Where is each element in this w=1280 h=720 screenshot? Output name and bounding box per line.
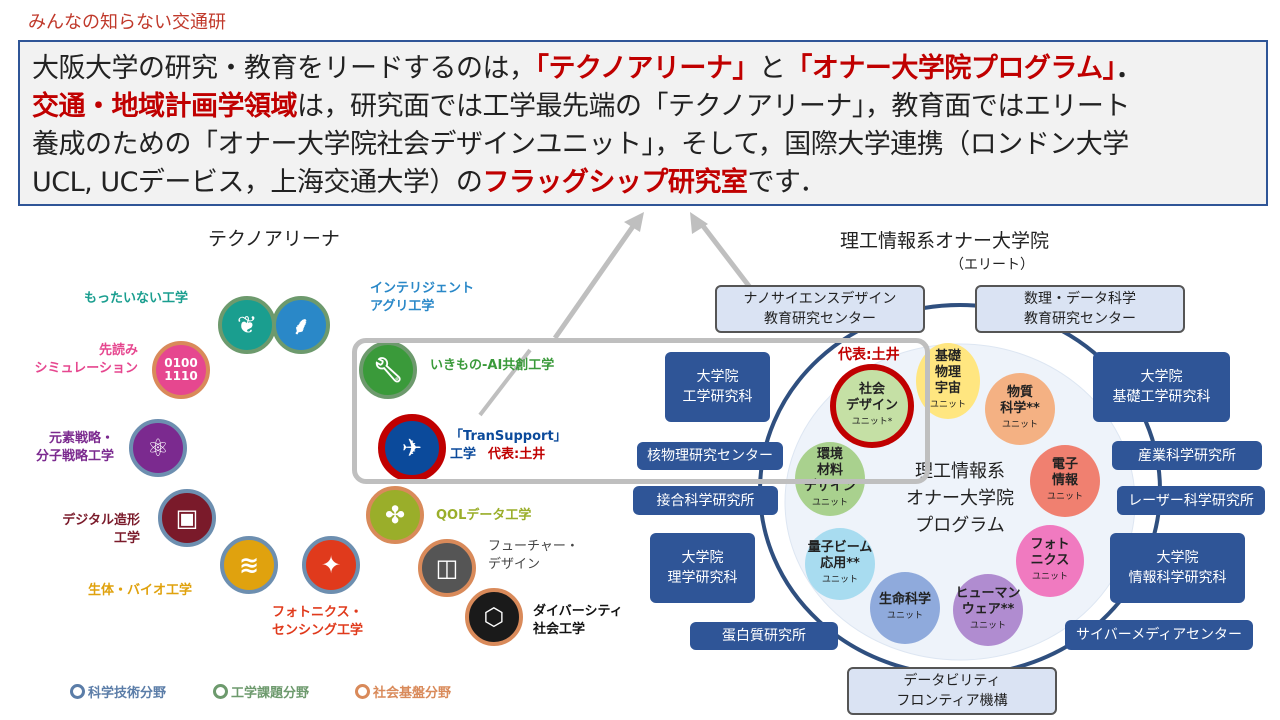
legend-engineering: 工学課題分野: [213, 682, 309, 701]
label-mottainai: もったいない工学: [84, 291, 189, 306]
legend-social: 社会基盤分野: [355, 682, 451, 701]
box-nuclear-center: 核物理研究センター: [637, 442, 783, 470]
unit-photonics: フォト ニクスユニット: [1016, 525, 1084, 597]
label-simulation: 先読み シミュレーション: [34, 343, 138, 376]
unit-materials: 物質 科学**ユニット: [985, 373, 1055, 445]
honors-subtitle: （エリート）: [950, 257, 1034, 273]
label-transupport: 「TranSupport」 工学: [450, 429, 567, 462]
label-qol: QOLデータ工学: [436, 508, 532, 523]
technoarena-title: テクノアリーナ: [208, 228, 340, 250]
box-nanoscience: ナノサイエンスデザイン 教育研究センター: [715, 285, 925, 333]
wrench-icon: 🔧︎: [359, 341, 417, 399]
molecule-icon: ⚛: [129, 419, 187, 477]
box-info-school: 大学院 情報科学研究科: [1110, 533, 1245, 603]
label-agri: インテリジェント アグリ工学: [370, 281, 475, 314]
intro-text: 大阪大学の研究・教育をリードするのは，: [32, 53, 536, 84]
program-center-label: 理工情報系 オナー大学院 プログラム: [906, 461, 1014, 536]
box-laser-institute: レーザー科学研究所: [1117, 486, 1265, 515]
box-engineering-school: 大学院 工学研究科: [665, 352, 770, 422]
sparkle-icon: ✦: [302, 536, 360, 594]
box-engsci-school: 大学院 基礎工学研究科: [1093, 352, 1230, 422]
intro-text: は，研究面では工学最先端の「テクノアリーナ」，教育面ではエリート: [297, 91, 1130, 122]
representative-label: 代表:土井: [488, 447, 546, 462]
intro-text: です．: [747, 167, 826, 198]
unit-environment: 環境 材料 デザインユニット: [795, 442, 865, 516]
intro-highlight: 交通・地域計画学領域: [32, 91, 298, 122]
wheat-icon: ⸙: [272, 296, 330, 354]
label-diversity: ダイバーシティ 社会工学: [533, 604, 623, 637]
label-digital: デジタル造形 工学: [62, 513, 140, 546]
honors-title: 理工情報系オナー大学院: [840, 230, 1050, 252]
unit-social-design: 社会 デザインユニット*: [830, 364, 914, 448]
arrow-head-right: [690, 212, 708, 234]
printer-icon: ▣: [158, 489, 216, 547]
intro-highlight: 「オナー大学院プログラム」: [785, 53, 1116, 84]
dna-icon: ≋: [220, 536, 278, 594]
legend-science: 科学技術分野: [70, 682, 166, 701]
box-science-school: 大学院 理学研究科: [650, 533, 755, 603]
box-protein-institute: 蛋白質研究所: [690, 622, 838, 650]
link-line: [478, 348, 532, 417]
unit-humanware: ヒューマン ウェア**ユニット: [953, 574, 1023, 646]
unit-quantum-beam: 量子ビーム 応用**ユニット: [805, 528, 875, 600]
label-future: フューチャー・ デザイン: [488, 539, 579, 572]
sprout-icon: ❦: [218, 296, 276, 354]
arrow-line-right: [698, 220, 754, 292]
intro-highlight: 「テクノアリーナ」: [535, 53, 760, 84]
box-datability: データビリティ フロンティア機構: [847, 667, 1057, 715]
label-photonics: フォトニクス・ センシング工学: [272, 605, 364, 638]
intro-text: UCL, UCデービス，上海交通大学）の: [32, 167, 483, 198]
unit-electronics: 電子 情報ユニット: [1030, 445, 1100, 517]
label-ikimono: いきもの-AI共創工学: [430, 358, 555, 373]
box-math-data: 数理・データ科学 教育研究センター: [975, 285, 1185, 333]
binary-icon: 0100 1110: [152, 341, 210, 399]
label-genso: 元素戦略・ 分子戦略工学: [35, 431, 114, 464]
arrow-head-left: [624, 212, 644, 232]
box-cybermedia: サイバーメディアセンター: [1065, 620, 1253, 650]
door-icon: ◫: [418, 539, 476, 597]
intro-text: 養成のための「オナー大学院社会デザインユニット」，そして，国際大学連携（ロンドン…: [32, 129, 1129, 160]
highlight-frame: [352, 338, 930, 484]
intro-text: ．: [1115, 53, 1143, 84]
slide-title: みんなの知らない交通研: [28, 12, 226, 33]
hexagon-icon: ⬡: [465, 588, 523, 646]
unit-life-science: 生命科学ユニット: [870, 572, 940, 644]
arrow-line-left: [552, 220, 639, 340]
intro-highlight: フラッグシップ研究室: [482, 167, 748, 198]
honors-representative-label: 代表:土井: [838, 347, 900, 363]
intro-text: と: [758, 53, 786, 84]
box-joining-institute: 接合科学研究所: [633, 486, 778, 515]
box-industrial-institute: 産業科学研究所: [1112, 441, 1262, 470]
intro-box: 大阪大学の研究・教育をリードするのは，「テクノアリーナ」と「オナー大学院プログラ…: [18, 40, 1268, 206]
label-bio: 生体・バイオ工学: [88, 583, 193, 598]
airplane-icon: ✈: [378, 414, 446, 482]
clover-icon: ✤: [366, 486, 424, 544]
